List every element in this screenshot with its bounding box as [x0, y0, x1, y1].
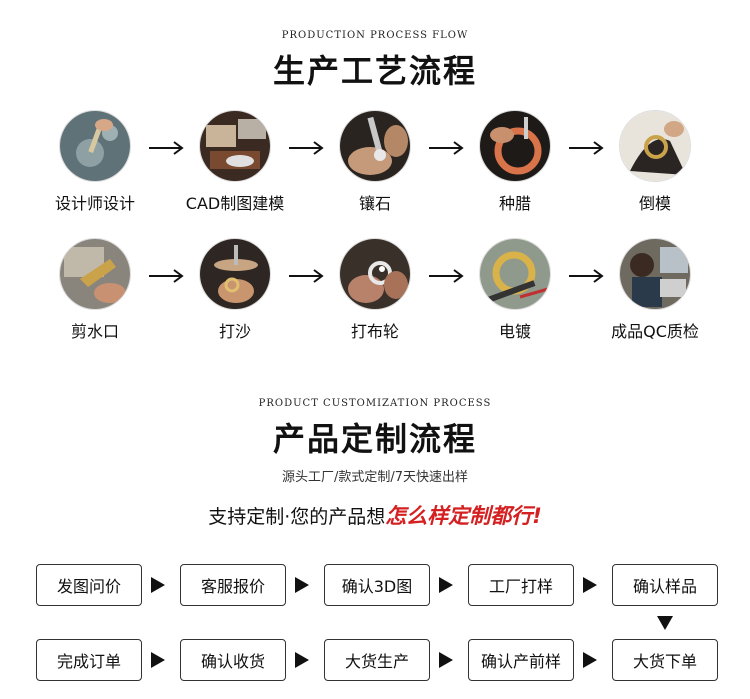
flow-step-label: 工厂打样: [488, 577, 553, 596]
triangle-right-icon: [295, 652, 309, 668]
arrow-right-icon: [148, 141, 184, 155]
step-label: 打布轮: [350, 322, 399, 341]
arrow-right-icon: [148, 269, 184, 283]
triangle-right-icon: [151, 652, 165, 668]
step-polishing: 打布轮: [310, 238, 440, 342]
customization-en-title: PRODUCT CUSTOMIZATION PROCESS: [258, 398, 492, 409]
flow-step-label: 客服报价: [200, 577, 265, 596]
designer-sketch-icon: [59, 110, 131, 182]
triangle-right-icon: [151, 577, 165, 593]
sprue-cutting-icon: [59, 238, 131, 310]
step-label: 成品QC质检: [611, 322, 699, 341]
arrow-right-icon: [428, 141, 464, 155]
wax-planting-icon: [479, 110, 551, 182]
step-label: 镶石: [358, 194, 391, 213]
step-sanding: 打沙: [170, 238, 300, 342]
sanding-icon: [199, 238, 271, 310]
arrow-right-icon: [428, 269, 464, 283]
step-stone-setting: 镶石: [310, 110, 440, 214]
step-label: 剪水口: [70, 322, 119, 341]
step-label: 设计师设计: [54, 194, 135, 213]
arrow-right-icon: [568, 269, 604, 283]
step-cad: CAD制图建模: [170, 110, 300, 214]
step-sprue-cutting: 剪水口: [30, 238, 160, 342]
flow-step-box: 发图问价: [36, 564, 142, 606]
polishing-wheel-icon: [339, 238, 411, 310]
slogan-highlight: 怎么样定制都行!: [385, 504, 542, 528]
flow-step-label: 大货下单: [632, 652, 697, 671]
plating-icon: [479, 238, 551, 310]
step-label: CAD制图建模: [185, 194, 285, 213]
flow-step-label: 确认3D图: [341, 577, 413, 596]
production-en-title: PRODUCTION PROCESS FLOW: [281, 30, 469, 41]
flow-step-box: 确认收货: [180, 639, 286, 681]
flow-step-box: 确认样品: [612, 564, 718, 606]
casting-icon: [619, 110, 691, 182]
production-title: 生产工艺流程: [272, 52, 477, 90]
flow-step-box: 工厂打样: [468, 564, 574, 606]
triangle-right-icon: [583, 652, 597, 668]
slogan: 支持定制·您的产品想怎么样定制都行!: [0, 500, 750, 530]
step-plating: 电镀: [450, 238, 580, 342]
customization-title: 产品定制流程: [272, 420, 477, 458]
flow-step-box: 确认3D图: [324, 564, 430, 606]
qc-inspection-icon: [619, 238, 691, 310]
triangle-right-icon: [439, 577, 453, 593]
flow-step-label: 完成订单: [56, 652, 121, 671]
arrow-right-icon: [568, 141, 604, 155]
flow-step-box: 完成订单: [36, 639, 142, 681]
flow-step-box: 大货生产: [324, 639, 430, 681]
step-qc: 成品QC质检: [590, 238, 720, 342]
flow-step-label: 确认样品: [632, 577, 697, 596]
slogan-prefix: 支持定制·您的产品想: [208, 506, 386, 528]
customization-subtitle: 源头工厂/款式定制/7天快速出样: [281, 470, 469, 485]
triangle-right-icon: [439, 652, 453, 668]
triangle-right-icon: [295, 577, 309, 593]
triangle-right-icon: [583, 577, 597, 593]
flow-step-box: 客服报价: [180, 564, 286, 606]
triangle-down-icon: [657, 616, 673, 630]
flow-step-box: 大货下单: [612, 639, 718, 681]
arrow-right-icon: [288, 141, 324, 155]
flow-step-label: 大货生产: [344, 652, 409, 671]
step-casting: 倒模: [590, 110, 720, 214]
step-designer: 设计师设计: [30, 110, 160, 214]
arrow-right-icon: [288, 269, 324, 283]
cad-modeling-icon: [199, 110, 271, 182]
step-wax: 种腊: [450, 110, 580, 214]
flow-step-label: 确认产前样: [480, 652, 561, 671]
flow-step-label: 确认收货: [200, 652, 265, 671]
step-label: 电镀: [498, 322, 531, 341]
flow-step-box: 确认产前样: [468, 639, 574, 681]
step-label: 种腊: [498, 194, 531, 213]
flow-step-label: 发图问价: [56, 577, 121, 596]
step-label: 倒模: [638, 194, 671, 213]
step-label: 打沙: [218, 322, 251, 341]
stone-setting-icon: [339, 110, 411, 182]
